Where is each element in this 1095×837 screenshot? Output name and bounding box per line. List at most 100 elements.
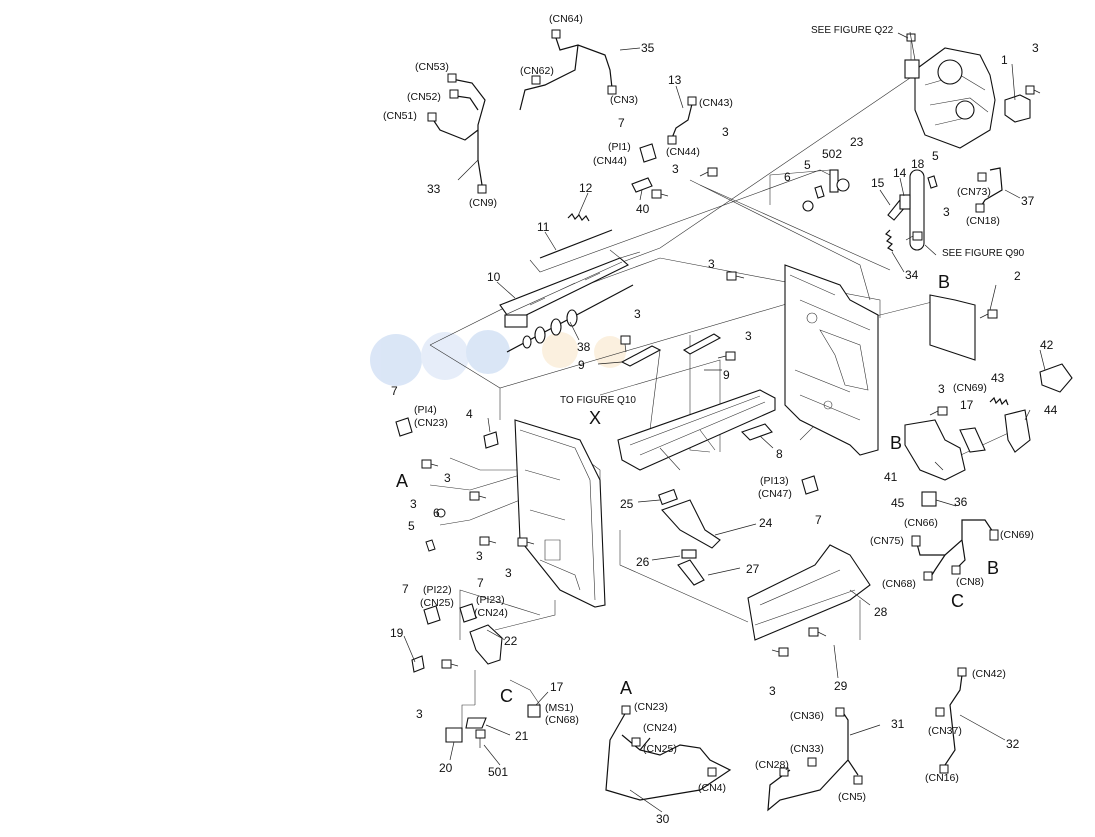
callout-6-top: 6 <box>784 170 791 184</box>
label-cn69-top: (CN69) <box>953 382 987 394</box>
callout-7-pi23: 7 <box>477 576 484 590</box>
callout-37: 37 <box>1021 194 1035 208</box>
guide-plate-9-right <box>682 333 722 355</box>
callout-8: 8 <box>776 447 783 461</box>
part-6-top <box>802 200 814 212</box>
ref-see-figure-q22[interactable]: SEE FIGURE Q22 <box>811 25 894 36</box>
callout-30: 30 <box>656 812 670 826</box>
callout-5-top: 5 <box>804 158 811 172</box>
callout-43: 43 <box>991 371 1005 385</box>
connector-cn69-b <box>989 529 999 541</box>
harness-37 <box>979 167 1003 209</box>
ref-see-figure-q90[interactable]: SEE FIGURE Q90 <box>942 248 1025 259</box>
clip-5-left <box>425 539 436 552</box>
callout-3-b: 3 <box>672 162 679 176</box>
center-frame <box>617 389 776 471</box>
label-cn16: (CN16) <box>925 772 959 784</box>
callout-45: 45 <box>891 496 905 510</box>
screw-3 <box>699 167 718 177</box>
label-cn73: (CN73) <box>957 186 991 198</box>
callout-27: 27 <box>746 562 760 576</box>
connector-cn64 <box>551 29 561 39</box>
callout-5-right: 5 <box>932 149 939 163</box>
label-cn68-right: (CN68) <box>882 578 916 590</box>
label-pi22: (PI22) <box>423 584 452 596</box>
label-pi13: (PI13) <box>760 475 789 487</box>
callout-17-lower: 17 <box>550 680 564 694</box>
connector-cn36 <box>835 707 845 717</box>
connector-cn5 <box>853 775 863 785</box>
connector-cn52 <box>449 89 459 99</box>
callout-12: 12 <box>579 181 593 195</box>
label-pi23: (PI23) <box>476 594 505 606</box>
connector-labels: (CN64) (CN62) (CN3) (CN53) (CN52) (CN51)… <box>383 13 1034 803</box>
sensor-7-pi4 <box>395 417 413 437</box>
part-4 <box>483 431 499 449</box>
part-14 <box>899 194 911 210</box>
callout-3-d: 3 <box>634 307 641 321</box>
harness-30 <box>605 711 732 801</box>
letter-a-lower: A <box>620 678 632 698</box>
callout-3-m: 3 <box>505 566 512 580</box>
harness-31 <box>767 707 859 812</box>
screw-3-top-right <box>1025 85 1041 95</box>
label-cn75: (CN75) <box>870 535 904 547</box>
gear-23 <box>836 178 850 192</box>
screw-3 <box>979 309 998 319</box>
label-pi1: (PI1) <box>608 141 631 153</box>
label-cn52: (CN52) <box>407 91 441 103</box>
label-cn36: (CN36) <box>790 710 824 722</box>
callout-38: 38 <box>577 340 591 354</box>
harness-33 <box>431 78 486 186</box>
callout-35: 35 <box>641 41 655 55</box>
callout-3-h: 3 <box>938 382 945 396</box>
connector-cn9 <box>477 184 487 194</box>
watermark <box>370 330 626 386</box>
left-side-frame <box>514 419 606 608</box>
label-cn24-lower: (CN24) <box>643 722 677 734</box>
connector-cn37 <box>935 707 945 717</box>
part-17-lower <box>527 704 541 718</box>
label-cn68-lower: (CN68) <box>545 714 579 726</box>
letter-a-left: A <box>396 471 408 491</box>
callout-3-a: 3 <box>722 125 729 139</box>
part-45 <box>921 491 937 507</box>
label-cn62: (CN62) <box>520 65 554 77</box>
callout-3-n: 3 <box>416 707 423 721</box>
callout-9-right: 9 <box>723 368 730 382</box>
screw-3 <box>479 536 497 546</box>
label-pi4: (PI4) <box>414 404 437 416</box>
callout-15: 15 <box>871 176 885 190</box>
part-20 <box>445 727 463 743</box>
screw-3 <box>717 351 736 361</box>
label-cn18: (CN18) <box>966 215 1000 227</box>
callout-32: 32 <box>1006 737 1020 751</box>
figure-references: SEE FIGURE Q22 SEE FIGURE Q90 TO FIGURE … <box>560 25 1025 406</box>
screw-3 <box>929 406 948 416</box>
label-cn25-left: (CN25) <box>420 597 454 609</box>
label-cn44-right: (CN44) <box>666 146 700 158</box>
label-cn3: (CN3) <box>610 94 638 106</box>
screw-3 <box>808 627 827 637</box>
callout-3-g: 3 <box>1032 41 1039 55</box>
bracket-44 <box>1004 409 1031 453</box>
label-ms1: (MS1) <box>545 702 574 714</box>
connector-cn62 <box>531 75 541 85</box>
part-callouts: 35 33 13 7 3 3 40 12 11 10 3 3 3 38 9 9 … <box>390 41 1058 826</box>
part-26-pad <box>681 549 697 559</box>
label-cn25-lower: (CN25) <box>643 743 677 755</box>
label-cn47: (CN47) <box>758 488 792 500</box>
bracket-1 <box>1004 94 1031 123</box>
cable-harnesses <box>427 29 1003 812</box>
callout-22: 22 <box>504 634 518 648</box>
screw-3 <box>421 459 439 469</box>
washer-6 <box>436 508 446 518</box>
connector-cn43 <box>687 96 697 106</box>
callout-28: 28 <box>874 605 888 619</box>
ref-to-figure-q10[interactable]: TO FIGURE Q10 <box>560 395 636 406</box>
label-cn51: (CN51) <box>383 110 417 122</box>
callout-26: 26 <box>636 555 650 569</box>
bushing-502 <box>829 169 839 193</box>
connector-cn51 <box>427 112 437 122</box>
